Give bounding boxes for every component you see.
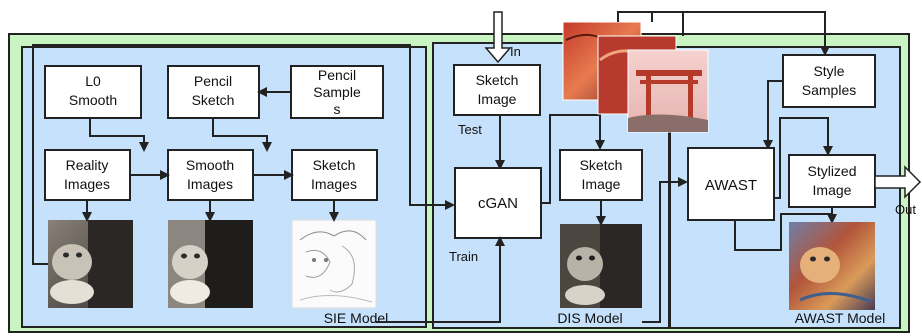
- sketch-image-output-box: Sketch Image: [559, 149, 643, 201]
- out-label: Out: [895, 202, 916, 217]
- arrow-l0-to-smooth: [89, 118, 149, 152]
- arrow-sketch-images-to-cgan: [376, 236, 505, 323]
- reality-images-label-1: Reality: [66, 157, 109, 173]
- l0-smooth-label-2: Smooth: [69, 92, 117, 108]
- stylized-image-label-1: Stylized: [807, 163, 856, 179]
- sketch-image-input-label-1: Sketch: [476, 72, 519, 88]
- sketch-image-input-box: Sketch Image: [453, 64, 541, 116]
- pencil-sketch-label-2: Sketch: [192, 92, 235, 108]
- stylized-cat-image: [789, 222, 875, 310]
- reality-cat-image: [48, 220, 133, 308]
- pencil-samples-label-1: Pencil: [318, 67, 356, 83]
- sketch-images-box: Sketch Images: [291, 149, 378, 201]
- arrow-samples-to-awast: [763, 80, 783, 150]
- arrow-pencil-sketch-to-sketch-images: [212, 118, 272, 152]
- dis-cat-image: [560, 224, 642, 308]
- pencil-samples-label-3: s: [334, 101, 341, 117]
- in-label: In: [510, 44, 521, 59]
- in-arrow: [484, 11, 512, 64]
- style-samples-box: Style Samples: [782, 54, 876, 108]
- pencil-samples-label-2: Sample: [313, 84, 361, 100]
- reality-images-box: Reality Images: [44, 149, 131, 201]
- smooth-cat-image: [168, 220, 253, 308]
- train-label: Train: [449, 249, 478, 264]
- pencil-samples-box: Pencil Sample s: [290, 65, 384, 119]
- style-samples-label-1: Style: [813, 63, 844, 79]
- sie-model-title: SIE Model: [324, 310, 389, 326]
- sketch-image-input-label-2: Image: [478, 91, 517, 107]
- cgan-label: cGAN: [478, 195, 518, 212]
- sketch-cat-image: [291, 219, 377, 309]
- style-samples-label-2: Samples: [802, 82, 856, 98]
- awast-feedback-line: [734, 213, 832, 251]
- sketch-image-output-label-1: Sketch: [580, 157, 623, 173]
- l0-smooth-box: L0 Smooth: [44, 65, 142, 119]
- sketch-images-label-1: Sketch: [313, 157, 356, 173]
- pencil-sketch-label-1: Pencil: [194, 73, 232, 89]
- stylized-image-label-2: Image: [813, 182, 852, 198]
- dis-model-title: DIS Model: [557, 310, 622, 326]
- test-label: Test: [458, 122, 482, 137]
- style-image-stack: [562, 21, 709, 133]
- sketch-image-output-label-2: Image: [582, 176, 621, 192]
- pencil-sketch-box: Pencil Sketch: [167, 65, 260, 119]
- arrow-dis-image-to-awast: [642, 177, 688, 323]
- smooth-images-box: Smooth Images: [167, 149, 254, 201]
- out-arrow: [874, 165, 922, 199]
- smooth-images-label-2: Images: [187, 176, 233, 192]
- sketch-images-label-2: Images: [311, 176, 357, 192]
- arrow-style-to-samples: [617, 11, 830, 56]
- smooth-images-label-1: Smooth: [186, 157, 234, 173]
- arrow-cgan-to-sketch-output: [541, 114, 605, 204]
- stylized-image-box: Stylized Image: [788, 154, 876, 208]
- arrow-reality-to-cgan: [32, 44, 455, 265]
- awast-box: AWAST: [687, 147, 775, 221]
- awast-model-title: AWAST Model: [795, 310, 886, 326]
- arrow-awast-to-stylized: [774, 117, 833, 199]
- awast-label: AWAST: [705, 177, 757, 194]
- l0-smooth-label-1: L0: [85, 73, 101, 89]
- cgan-box: cGAN: [454, 167, 542, 239]
- reality-images-label-2: Images: [64, 176, 110, 192]
